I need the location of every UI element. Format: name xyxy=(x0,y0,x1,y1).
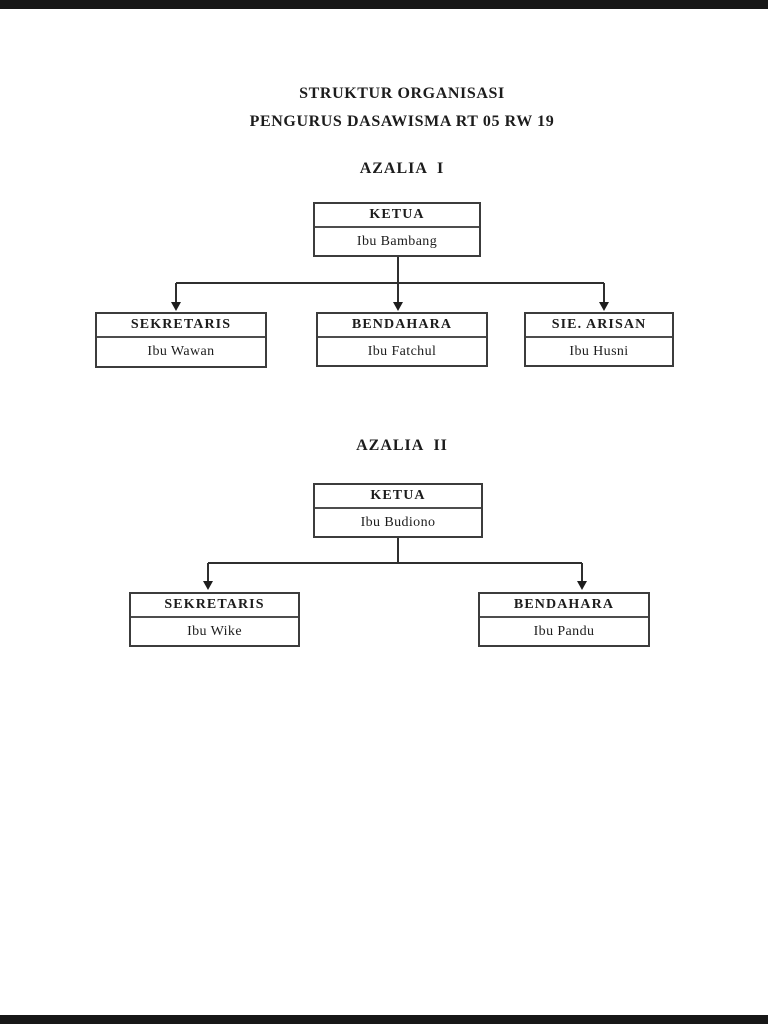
role-label: BENDAHARA xyxy=(318,314,486,338)
person-name: Ibu Husni xyxy=(569,343,629,359)
person-name: Ibu Bambang xyxy=(356,233,438,249)
arrowhead-icon xyxy=(599,302,609,311)
person-name: Ibu Fatchul xyxy=(367,343,437,359)
page-title-line2: PENGURUS DASAWISMA RT 05 RW 19 xyxy=(249,113,555,130)
org-box-bendahara-azalia-2: BENDAHARA Ibu Pandu xyxy=(478,592,650,647)
person-name: Ibu Pandu xyxy=(533,623,595,639)
org-box-ketua-azalia-2: KETUA Ibu Budiono xyxy=(313,483,483,538)
org-box-bendahara-azalia-1: BENDAHARA Ibu Fatchul xyxy=(316,312,488,367)
section-heading-azalia-1: AZALIA I xyxy=(359,160,445,177)
role-label: SEKRETARIS xyxy=(97,314,265,338)
org-box-sekretaris-azalia-2: SEKRETARIS Ibu Wike xyxy=(129,592,300,647)
person-name: Ibu Wike xyxy=(187,623,242,639)
role-label: BENDAHARA xyxy=(480,594,648,618)
arrowhead-icon xyxy=(577,581,587,590)
role-label: KETUA xyxy=(315,485,481,509)
role-label: SIE. ARISAN xyxy=(526,314,672,338)
org-box-sie-arisan-azalia-1: SIE. ARISAN Ibu Husni xyxy=(524,312,674,367)
arrowhead-icon xyxy=(393,302,403,311)
arrowhead-icon xyxy=(203,581,213,590)
section-heading-azalia-2: AZALIA II xyxy=(356,437,448,454)
org-box-ketua-azalia-1: KETUA Ibu Bambang xyxy=(313,202,481,257)
connector-path-azalia-1 xyxy=(175,257,605,303)
page-title-line1: STRUKTUR ORGANISASI xyxy=(299,85,505,102)
role-label: SEKRETARIS xyxy=(131,594,298,618)
top-edge-bar xyxy=(0,0,768,9)
connector-path-azalia-2 xyxy=(207,538,583,582)
bottom-edge-bar xyxy=(0,1015,768,1024)
arrowhead-icon xyxy=(171,302,181,311)
person-name: Ibu Wawan xyxy=(147,344,215,359)
org-box-sekretaris-azalia-1: SEKRETARIS Ibu Wawan xyxy=(95,312,267,368)
role-label: KETUA xyxy=(315,204,479,228)
person-name: Ibu Budiono xyxy=(360,514,436,530)
